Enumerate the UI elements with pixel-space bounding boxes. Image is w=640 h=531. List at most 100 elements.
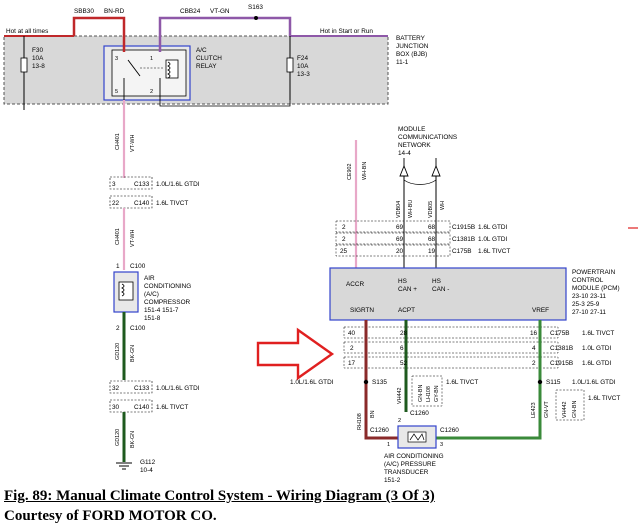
c140b-pin: 30 bbox=[112, 404, 120, 411]
wire-vh442-code: VH442 bbox=[397, 388, 403, 404]
compressor-winding bbox=[121, 283, 125, 297]
battery-junction-box bbox=[3, 35, 389, 105]
pcm-bot-row2-pin2: 6 bbox=[400, 345, 404, 352]
c100-top-pin: 1 bbox=[116, 263, 120, 270]
pcm-bot-row1-pin1: 40 bbox=[348, 330, 356, 337]
network-label-1: MODULE bbox=[398, 126, 425, 133]
pcm-bot-row3-pin3: 2 bbox=[532, 360, 536, 367]
compressor-label-4: COMPRESSOR bbox=[144, 299, 191, 306]
pcm-bot-row2-pin1: 2 bbox=[350, 345, 354, 352]
ground-g112-name: G112 bbox=[140, 459, 156, 466]
wire-cbb24-code: CBB24 bbox=[180, 8, 201, 15]
wiring-diagram: Hot at all times Hot in Start or Run BAT… bbox=[3, 4, 638, 484]
wire-vh442b-code: VH442 bbox=[562, 402, 568, 418]
pcm-pin-hs-minus-1: HS bbox=[432, 278, 441, 285]
pcm-bot-row2-variant: 1.0L GTDI bbox=[582, 345, 611, 352]
pcm-top-row2-variant: 1.0L GTDI bbox=[478, 236, 507, 243]
pcm-top-row3-pin2: 20 bbox=[396, 248, 404, 255]
pcm-bot-row1-conn: C175B bbox=[550, 330, 570, 337]
pcm-pin-hs-plus-1: HS bbox=[398, 278, 407, 285]
fuse-f30-icon bbox=[20, 57, 28, 73]
transducer-pin-3: 3 bbox=[440, 442, 443, 448]
network-twist-icon bbox=[403, 179, 437, 185]
transducer-sensor-icon bbox=[407, 431, 427, 443]
splice-s163-label: S163 bbox=[248, 4, 263, 11]
transducer-label-4: 151-2 bbox=[384, 477, 401, 484]
compressor-coil-icon bbox=[118, 281, 134, 301]
relay-wire-2-ground bbox=[159, 100, 291, 107]
relay-label-line-2: CLUTCH bbox=[196, 55, 222, 62]
pcm-pin-hs-minus-2: CAN - bbox=[432, 286, 449, 293]
c133-variant: 1.0L/1.6L GTDI bbox=[156, 181, 200, 188]
pcm-bottom-connector-rows bbox=[343, 326, 559, 369]
relay-label-line-1: A/C bbox=[196, 47, 207, 54]
network-label-4: 14-4 bbox=[398, 150, 411, 157]
transducer-label-1: AIR CONDITIONING bbox=[384, 453, 444, 460]
connector-c140b-box bbox=[109, 399, 153, 413]
c133b-variant: 1.0L/1.6L GTDI bbox=[156, 385, 200, 392]
pcm-top-row2-pin2: 69 bbox=[396, 236, 404, 243]
mid-branch-dashed-box bbox=[411, 375, 443, 407]
pcm-top-row3-variant: 1.6L TIVCT bbox=[478, 248, 510, 255]
pcm-bot-row1-pin2: 28 bbox=[400, 330, 408, 337]
fuse-f30-ref: 13-8 bbox=[32, 63, 45, 70]
c133-pin: 3 bbox=[112, 181, 116, 188]
bjb-name-line-3: BOX (BJB) bbox=[396, 51, 427, 58]
splice-s115-label: S115 bbox=[546, 379, 561, 386]
c1260-right-label: C1260 bbox=[440, 427, 459, 434]
pcm-top-connector-rows bbox=[335, 220, 451, 257]
pcm-top-row1-pin2: 69 bbox=[396, 224, 404, 231]
relay-pin-5: 5 bbox=[115, 89, 118, 95]
pcm-top-row1-pin1: 2 bbox=[342, 224, 346, 231]
c140b-conn: C140 bbox=[134, 404, 150, 411]
c100-bottom-conn: C100 bbox=[130, 325, 146, 332]
pcm-name-6: 27-10 27-11 bbox=[572, 309, 606, 316]
transducer-pin-1: 1 bbox=[387, 442, 390, 448]
wire-ch401-code: CH401 bbox=[115, 133, 121, 150]
c100-bottom-pin: 2 bbox=[116, 325, 120, 332]
wiring-diagram-svg: Hot at all times Hot in Start or Run BAT… bbox=[3, 4, 638, 484]
c140-conn: C140 bbox=[134, 200, 150, 207]
wire-vdb04-color: WH-BU bbox=[408, 200, 414, 218]
wire-ce902-color: WH-BN bbox=[362, 162, 368, 180]
wire-gd120-code: GD120 bbox=[115, 343, 121, 360]
relay-label-line-3: RELAY bbox=[196, 63, 217, 70]
ground-icon bbox=[116, 462, 132, 470]
c140-pin: 22 bbox=[112, 200, 120, 207]
fuse-f30-name: F30 bbox=[32, 47, 43, 54]
wire-sbb30-color: BN-RD bbox=[104, 8, 125, 15]
hot-in-start-run-label: Hot in Start or Run bbox=[320, 28, 373, 35]
pcm-top-row1-pin3: 68 bbox=[428, 224, 436, 231]
pcm-top-row2-pin3: 68 bbox=[428, 236, 436, 243]
wire-gd120-lower-code: GD120 bbox=[115, 429, 121, 446]
pcm-name-2: CONTROL bbox=[572, 277, 604, 284]
pcm-pin-hs-plus-2: CAN + bbox=[398, 286, 417, 293]
pcm-bot-row3-pin2: 52 bbox=[400, 360, 408, 367]
wire-ch401-color: VT-WH bbox=[130, 135, 136, 152]
wire-ch401-mid-code: CH401 bbox=[115, 228, 121, 245]
wire-cbb24-color: VT-GN bbox=[210, 8, 230, 15]
splice-mid-variant: 1.6L TIVCT bbox=[446, 379, 478, 386]
network-cable-left bbox=[399, 164, 409, 177]
pcm-bot-row3-pin1: 17 bbox=[348, 360, 356, 367]
fuse-f24-rating: 10A bbox=[297, 63, 309, 70]
ground-g112-ref: 10-4 bbox=[140, 467, 153, 474]
splice-right-variant: 1.6L TIVCT bbox=[588, 395, 620, 402]
wire-cbb24 bbox=[158, 16, 292, 52]
pcm-top-row2-pin1: 2 bbox=[342, 236, 346, 243]
splice-s163-dot bbox=[254, 16, 258, 20]
pcm-box bbox=[329, 267, 567, 321]
red-callout-arrow bbox=[256, 327, 335, 381]
pcm-name-3: MODULE (PCM) bbox=[572, 285, 620, 292]
fuse-f24-icon bbox=[286, 57, 294, 73]
fuse-f30-rating: 10A bbox=[32, 55, 44, 62]
bjb-name-line-4: 11-1 bbox=[396, 59, 409, 66]
hot-at-all-times-label: Hot at all times bbox=[6, 28, 48, 35]
pcm-bot-row3-conn: C1915B bbox=[550, 360, 573, 367]
wire-sbb30 bbox=[72, 16, 126, 52]
compressor-label-5: 151-4 151-7 bbox=[144, 307, 179, 314]
network-label-3: NETWORK bbox=[398, 142, 431, 149]
c140b-variant: 1.6L TIVCT bbox=[156, 404, 188, 411]
c1260-left-label: C1260 bbox=[370, 427, 389, 434]
compressor-label-3: (A/C) bbox=[144, 291, 159, 298]
